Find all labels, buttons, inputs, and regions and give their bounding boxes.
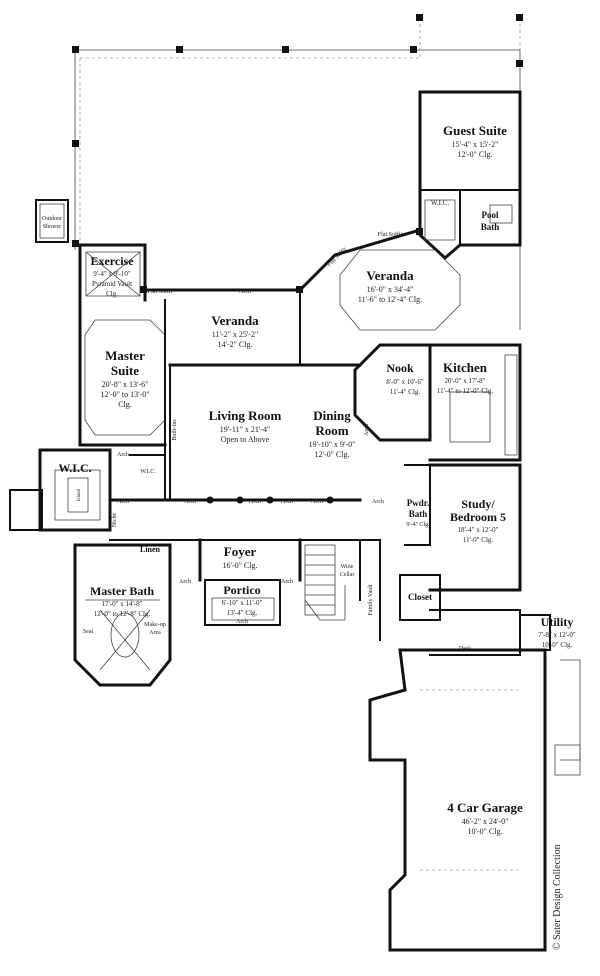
niche-label: Niche — [112, 513, 118, 528]
master-bath-dims: 17'-0" x 14'-8" — [102, 600, 143, 608]
master-suite-name2: Suite — [111, 363, 139, 378]
flat-soffit-label-2: Flat Soffit — [378, 231, 403, 238]
flat-soffit-label-3: Flat Soffit — [326, 246, 348, 268]
arch-label-11: Arch — [372, 499, 384, 505]
outdoor-shower-label1: Outdoor — [42, 216, 62, 222]
nook-name: Nook — [386, 361, 414, 375]
master-suite-clg2: Clg. — [118, 400, 132, 409]
portico-name: Portico — [223, 583, 260, 597]
columns — [140, 228, 423, 504]
arch-label-9: Arch — [236, 619, 248, 625]
portico-clg: 13'-4" Clg. — [227, 609, 258, 617]
arch-label-12: Arch — [364, 424, 370, 436]
pwdr-bath-clg: 9'-4" Clg. — [406, 522, 430, 528]
makeup-label-2: Area — [149, 630, 161, 636]
pool-bath-name1: Pool — [482, 210, 499, 220]
arch-label-5: Arch — [311, 499, 323, 505]
island-label: Island — [77, 488, 82, 501]
built-ins-label: Built-Ins — [172, 419, 178, 441]
veranda-left-dims: 11'-2" x 25'-2" — [212, 330, 258, 339]
garage-clg: 10'-0" Clg. — [468, 827, 503, 836]
veranda-left-clg: 14'-2" Clg. — [218, 340, 253, 349]
veranda-right-dims: 16'-0" x 34'-4" — [367, 285, 414, 294]
kitchen-clg: 11'-4" to 12'-0" Clg. — [437, 387, 493, 395]
dining-room-clg: 12'-0" Clg. — [315, 450, 350, 459]
kitchen-name: Kitchen — [443, 360, 488, 375]
master-suite-clg1: 12'-0" to 13'-0" — [101, 390, 150, 399]
garage-name: 4 Car Garage — [447, 800, 523, 815]
study-name2: Bedroom 5 — [450, 510, 506, 524]
portico-dims: 6'-10" x 11'-0" — [222, 599, 263, 607]
seat-label: Seat — [83, 629, 94, 635]
veranda-right-name: Veranda — [366, 268, 414, 283]
dining-room-name1: Dining — [313, 408, 351, 423]
arch-label-3: Arch — [249, 499, 261, 505]
arch-label-10: Arch — [281, 579, 293, 585]
utility-name: Utility — [541, 615, 574, 629]
veranda-left-name: Veranda — [211, 313, 259, 328]
study-dims: 18'-4" x 12'-0" — [458, 526, 499, 534]
master-bath-clg: 12'-0" to 12'-8" Clg. — [94, 610, 151, 618]
arch-label-4: Arch — [281, 499, 293, 505]
pool-bath-name2: Bath — [481, 222, 500, 232]
linen-name: Linen — [140, 545, 161, 554]
closet-name: Closet — [408, 592, 432, 602]
utility-clg: 10'-0" Clg. — [542, 641, 573, 649]
dining-room-name2: Room — [315, 423, 348, 438]
study-clg: 11'-0" Clg. — [463, 536, 494, 544]
house-walls — [9, 228, 581, 952]
exercise-clg1: Pyramid Vault — [92, 280, 132, 288]
desk-label: Desk — [459, 646, 471, 652]
kitchen-dims: 20'-0" x 17'-8" — [445, 377, 486, 385]
nook-clg: 11'-4" Clg. — [390, 388, 421, 396]
utility-dims: 7'-8" x 12'-0" — [538, 631, 576, 639]
outdoor-shower — [35, 199, 69, 243]
guest-suite-name: Guest Suite — [443, 123, 507, 138]
garage-dims: 46'-2" x 24'-0" — [462, 817, 509, 826]
small-wic-name: W.I.C. — [140, 469, 156, 475]
study-name1: Study/ — [461, 497, 495, 511]
exercise-dims: 9'-4" x 9'-10" — [93, 270, 131, 278]
arch-label-7: Arch — [117, 499, 129, 505]
wine-cellar-name1: Wine — [341, 564, 354, 570]
exercise-name: Exercise — [90, 254, 134, 268]
arch-label-8: Arch — [179, 579, 191, 585]
arch-label-1: Arch — [239, 289, 251, 295]
arch-label-6: Arch — [117, 452, 129, 458]
living-room-clg: Open to Above — [221, 435, 270, 444]
master-wic-name: W.I.C. — [58, 461, 91, 475]
guest-wic-label: W.I.C. — [431, 199, 449, 207]
living-room-name: Living Room — [209, 408, 282, 423]
pwdr-bath-name1: Pwdr. — [407, 498, 429, 508]
living-room-dims: 19'-11" x 21'-4" — [220, 425, 270, 434]
arch-label-2: Arch — [184, 499, 196, 505]
copyright-text: © Sater Design Collection — [552, 844, 563, 950]
veranda-right-clg: 11'-6" to 12'-4" Clg. — [358, 295, 422, 304]
exercise-clg2: Clg. — [106, 290, 118, 298]
foyer-name: Foyer — [224, 544, 257, 559]
guest-suite-walls — [418, 90, 522, 261]
family-vault-label: Family Vault — [368, 584, 374, 615]
master-bath-name: Master Bath — [90, 584, 154, 598]
flat-soffit-label-1: Flat Soffit — [148, 288, 173, 295]
foyer-clg: 16'-0" Clg. — [223, 561, 258, 570]
guest-suite-dims: 15'-4" x 15'-2" — [452, 140, 499, 149]
master-suite-name1: Master — [105, 348, 145, 363]
guest-suite-clg: 12'-0" Clg. — [458, 150, 493, 159]
pwdr-bath-name2: Bath — [409, 509, 428, 519]
dining-room-dims: 19'-10" x 9'-0" — [309, 440, 356, 449]
outdoor-shower-label2: Shower — [43, 224, 61, 230]
wine-cellar-name2: Cellar — [340, 572, 355, 578]
master-suite-dims: 20'-8" x 13'-6" — [102, 380, 149, 389]
makeup-label-1: Make-up — [144, 622, 166, 628]
nook-dims: 8'-0" x 10'-6" — [386, 378, 424, 386]
